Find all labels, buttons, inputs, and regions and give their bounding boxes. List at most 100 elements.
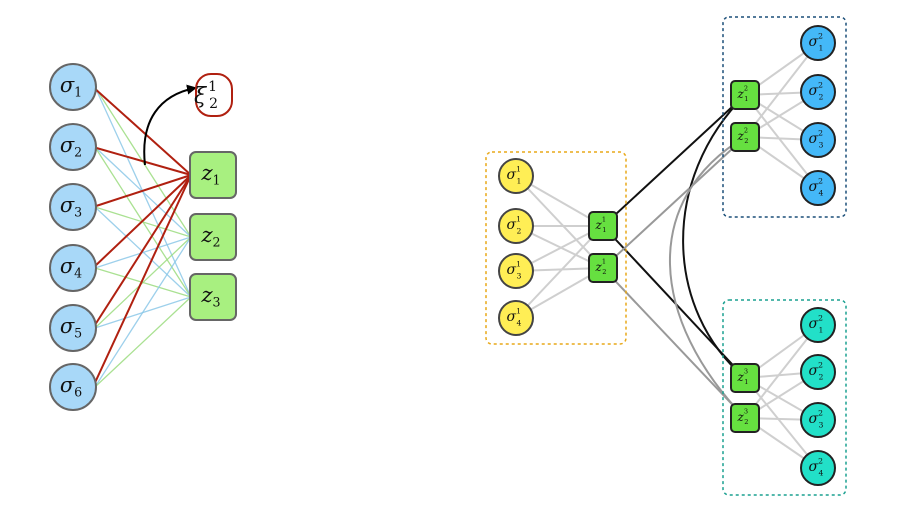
- group-visible-node-circle: [800, 122, 836, 158]
- visible-node-circle: [49, 244, 97, 292]
- group-visible-node-circle: [498, 300, 534, 336]
- hidden-node-label: z1: [200, 161, 220, 187]
- edge-intra: [515, 175, 604, 269]
- visible-node-label: σ4: [60, 254, 82, 280]
- visible-node-s2: σ2: [49, 123, 97, 171]
- hidden-node-z3: z3: [189, 273, 237, 321]
- visible-node-s5: σ5: [49, 304, 97, 352]
- group-hidden-node-box: [730, 80, 760, 110]
- hidden-node-label: z2: [200, 223, 220, 249]
- edge-thin: [94, 146, 192, 238]
- edge-highlight: [92, 174, 192, 329]
- visible-node-label: σ1: [60, 73, 82, 99]
- hidden-node-label: z3: [200, 283, 220, 309]
- hidden-node-box: [189, 151, 237, 199]
- group-visible-node-circle: [800, 74, 836, 110]
- visible-node-circle: [49, 363, 97, 411]
- visible-node-circle: [49, 123, 97, 171]
- edge-highlight: [92, 174, 192, 208]
- edge-highlight: [92, 86, 192, 176]
- group-hidden-node-box: [730, 122, 760, 152]
- edge-inter: [602, 136, 746, 269]
- group-hidden-node-box: [588, 211, 618, 241]
- left-edges: [92, 84, 197, 388]
- edge-highlight: [92, 146, 192, 176]
- visible-node-circle: [49, 63, 97, 111]
- group-visible-node-circle: [800, 354, 836, 390]
- edge-thin: [94, 236, 192, 388]
- edge-highlight: [92, 174, 192, 388]
- edge-intra: [744, 324, 819, 419]
- group-visible-node-circle: [800, 307, 836, 343]
- visible-node-s6: σ6: [49, 363, 97, 411]
- group-hidden-node-box: [588, 253, 618, 283]
- group-visible-node-circle: [800, 170, 836, 206]
- group-boxes: [485, 16, 847, 496]
- group-visible-node-circle: [800, 450, 836, 486]
- right-edges: [515, 42, 819, 469]
- pattern-arrow: [143, 84, 197, 166]
- hidden-node-z2: z2: [189, 213, 237, 261]
- hidden-node-box: [189, 213, 237, 261]
- edge-thin: [94, 206, 192, 238]
- visible-node-circle: [49, 183, 97, 231]
- group-visible-node-circle: [800, 25, 836, 61]
- visible-node-label: σ2: [60, 133, 82, 159]
- group-hidden-node-box: [730, 363, 760, 393]
- group-visible-node-circle: [498, 253, 534, 289]
- edge-thin: [94, 236, 192, 329]
- group-visible-node-circle: [800, 402, 836, 438]
- visible-node-circle: [49, 304, 97, 352]
- group-box-g3: [722, 299, 847, 496]
- hidden-node-box: [189, 273, 237, 321]
- visible-node-s1: σ1: [49, 63, 97, 111]
- edge-inter-curve: [669, 136, 746, 419]
- edge-intra: [744, 94, 819, 189]
- group-visible-node-circle: [498, 158, 534, 194]
- edge-highlight: [92, 174, 192, 269]
- visible-node-s3: σ3: [49, 183, 97, 231]
- edge-thin: [94, 236, 192, 269]
- visible-node-label: σ3: [60, 193, 82, 219]
- edge-intra: [515, 225, 604, 319]
- group-box-g1: [485, 151, 627, 345]
- visible-node-label: σ6: [60, 373, 82, 399]
- edge-intra: [744, 42, 819, 138]
- group-visible-node-circle: [498, 208, 534, 244]
- pattern-node-box: [195, 73, 233, 117]
